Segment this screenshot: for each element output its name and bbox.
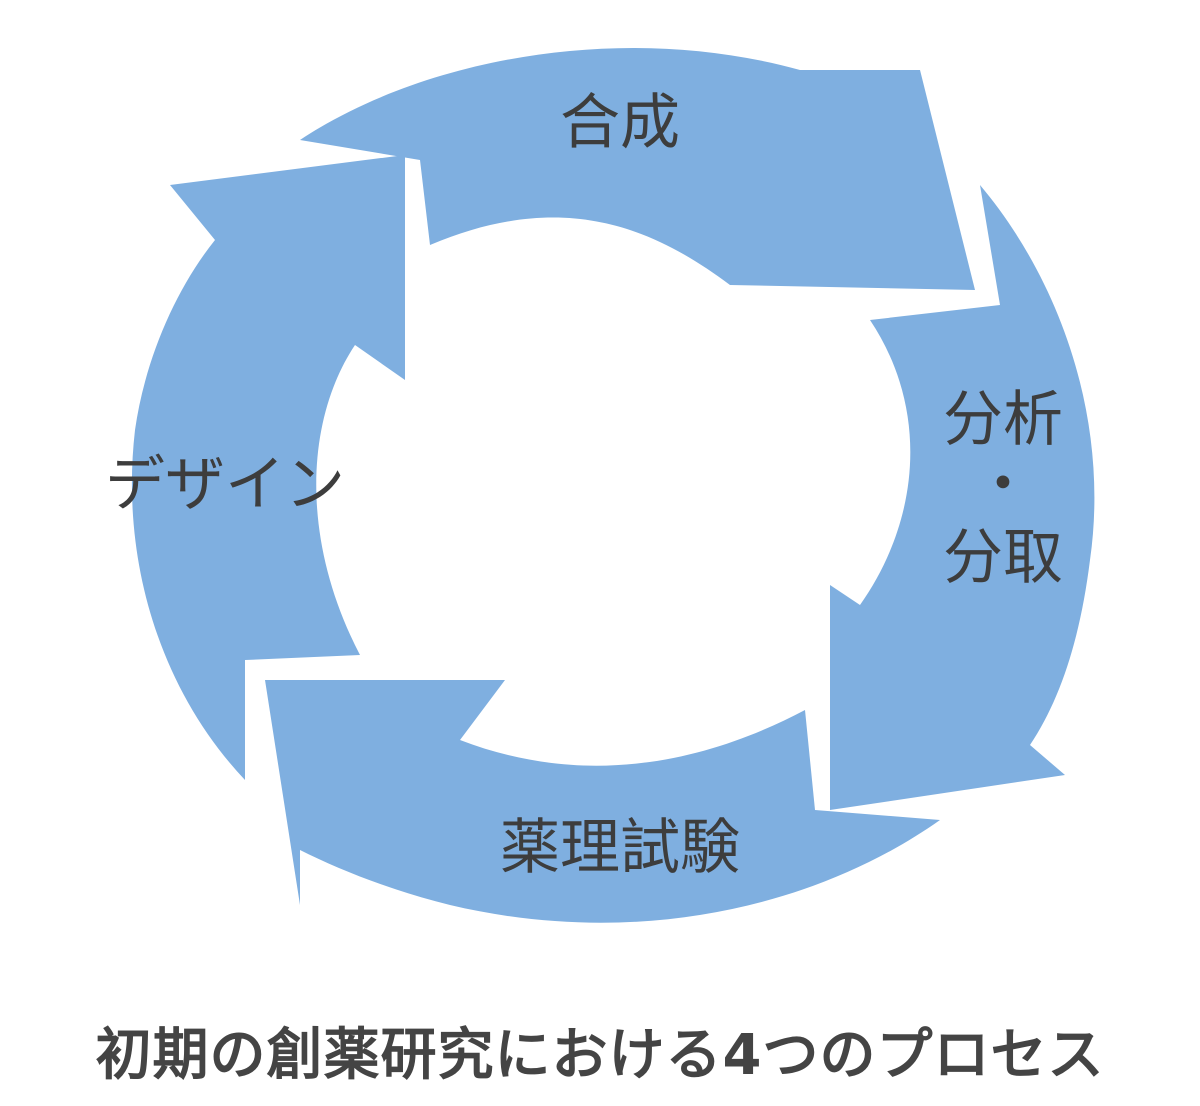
stage-label-analysis-line1: 分析 bbox=[943, 385, 1063, 455]
process-cycle-arrows: 合成 分析 ・ 分取 薬理試験 デザイン bbox=[105, 47, 1095, 923]
arrow-synthesis bbox=[300, 47, 975, 290]
stage-label-design: デザイン bbox=[105, 450, 345, 520]
stage-label-pharmacology: 薬理試験 bbox=[500, 813, 740, 883]
diagram-caption: 初期の創薬研究における4つのプロセス bbox=[95, 1023, 1105, 1088]
arrow-analysis bbox=[830, 185, 1095, 810]
arrow-pharmacology bbox=[265, 680, 940, 923]
arrow-design bbox=[131, 155, 405, 780]
stage-label-analysis-line2: 分取 bbox=[943, 523, 1063, 593]
stage-label-analysis-dot: ・ bbox=[973, 450, 1033, 520]
stage-label-synthesis: 合成 bbox=[560, 88, 680, 158]
